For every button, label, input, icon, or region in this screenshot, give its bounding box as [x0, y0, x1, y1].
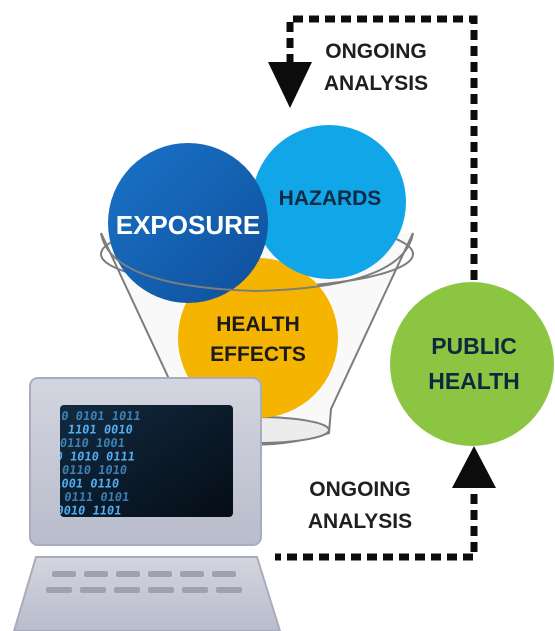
screen-binary-row: 0010 1101 0110 1010	[0, 463, 128, 477]
ongoing-analysis-top-label-line2: ANALYSIS	[324, 72, 428, 95]
screen-binary-row: 0101 1011 0110 1001	[0, 436, 126, 450]
public-health-label-line1: PUBLIC	[431, 333, 517, 359]
health-effects-label-line1: HEALTH	[216, 313, 300, 336]
screen-binary-row: 1101 0010 1010 0111	[0, 450, 136, 464]
ongoing-analysis-bottom-label-line1: ONGOING	[309, 478, 411, 501]
health-effects-label-line2: EFFECTS	[210, 343, 306, 366]
dotted-loop-top-path	[286, 15, 478, 290]
exposure-label: EXPOSURE	[116, 210, 261, 240]
screen-binary-row: 1001 0111 0010 1101	[0, 504, 122, 518]
screen-binary-row: 0110 1010 0111 0101	[0, 490, 130, 504]
hazards-circle	[252, 125, 406, 279]
up-arrowhead	[452, 446, 496, 488]
laptop-base	[12, 556, 282, 631]
laptop-screen	[60, 405, 233, 517]
down-arrowhead	[268, 62, 312, 108]
laptop-keyboard-keys	[46, 571, 242, 593]
funnel-rim-front	[100, 232, 414, 293]
feedback-loop-arrows	[268, 15, 496, 561]
screen-binary-row: 1010 0110 1101 0010	[0, 423, 134, 437]
dotted-loop-bottom-path	[275, 478, 478, 561]
public-health-label-line2: HEALTH	[428, 368, 520, 394]
ongoing-analysis-bottom-label-line2: ANALYSIS	[308, 510, 412, 533]
ongoing-analysis-top-label-line1: ONGOING	[325, 40, 427, 63]
exposure-circle	[108, 143, 268, 303]
public-health-circle	[390, 282, 554, 446]
screen-binary-row: 1011 0101 1001 0110	[0, 477, 120, 491]
screen-binary-row: 0110 1010 0101 1011	[3, 409, 142, 423]
hazards-label: HAZARDS	[279, 187, 382, 210]
